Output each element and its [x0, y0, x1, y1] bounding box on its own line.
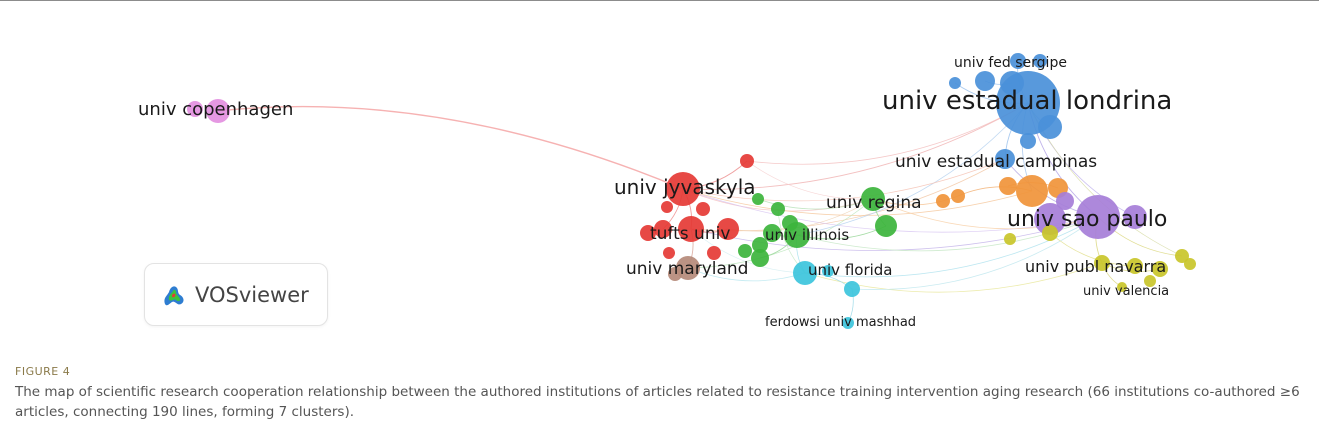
node-tufts-main	[678, 216, 704, 242]
node-y4	[1152, 261, 1168, 277]
node-g3	[752, 237, 768, 253]
node-valencia	[1117, 282, 1127, 292]
node-c2	[822, 265, 834, 277]
node-b5	[949, 77, 961, 89]
node-g2	[763, 224, 781, 242]
network-edge	[217, 105, 684, 190]
node-p1	[1034, 203, 1066, 235]
network-edge	[690, 228, 806, 274]
label-valencia: univ valencia	[1083, 284, 1169, 299]
node-jyvaskyla	[666, 172, 700, 206]
node-g7	[771, 202, 785, 216]
node-r2	[654, 220, 672, 238]
label-florida: univ florida	[808, 261, 893, 279]
network-edge	[687, 198, 874, 269]
node-r6	[696, 202, 710, 216]
label-regina: univ regina	[826, 193, 922, 213]
node-sao-paulo	[1076, 195, 1120, 239]
node-g6	[752, 193, 764, 205]
figure-label: FIGURE 4	[15, 365, 71, 378]
node-b2	[1000, 71, 1024, 95]
node-regina	[861, 187, 885, 211]
node-c1	[844, 281, 860, 297]
vosviewer-logo-text: VOSviewer	[195, 282, 309, 307]
node-y2	[1004, 233, 1016, 245]
network-edge	[804, 216, 1099, 278]
node-r5	[661, 201, 673, 213]
label-copenhagen: univ copenhagen	[138, 99, 293, 120]
node-b4	[1033, 54, 1047, 68]
network-nodes	[187, 53, 1196, 329]
node-y5	[1175, 249, 1189, 263]
vosviewer-logo: VOSviewer	[144, 263, 328, 326]
label-jyvaskyla: univ jyvaskyla	[614, 175, 756, 199]
node-r1	[717, 218, 739, 240]
node-copenhagen-b	[187, 101, 203, 117]
label-illinois: univ illinois	[765, 226, 849, 244]
node-o3	[999, 177, 1017, 195]
node-y6	[1184, 258, 1196, 270]
node-copenhagen-main	[206, 99, 230, 123]
network-edge	[682, 102, 1029, 190]
label-estadual-campinas: univ estadual campinas	[895, 152, 1097, 172]
network-edge	[687, 267, 806, 282]
label-fed-sergipe: univ fed sergipe	[954, 55, 1067, 71]
figure-caption: The map of scientific research cooperati…	[15, 384, 1300, 420]
node-g4	[751, 249, 769, 267]
node-b6	[1020, 133, 1036, 149]
node-r3	[640, 225, 656, 241]
network-edge	[796, 102, 1029, 236]
node-fed-sergipe	[1010, 53, 1026, 69]
label-estadual-londrina: univ estadual londrina	[882, 86, 1172, 116]
node-o5	[936, 194, 950, 208]
label-maryland: univ maryland	[626, 259, 748, 279]
node-g8	[782, 215, 798, 231]
node-g1	[875, 215, 897, 237]
network-labels: univ copenhagen univ fed sergipe univ esta…	[138, 55, 1172, 330]
node-r4	[740, 154, 754, 168]
network-edge	[872, 198, 1099, 230]
node-g5	[738, 244, 752, 258]
node-br1	[668, 267, 682, 281]
node-ferdowsi	[842, 317, 854, 329]
node-y7	[1144, 275, 1156, 287]
node-r7	[707, 246, 721, 260]
node-r8	[663, 247, 675, 259]
network-edge	[757, 198, 874, 210]
network-edge	[746, 102, 1029, 165]
label-ferdowsi: ferdowsi univ mashhad	[765, 315, 916, 330]
label-publ-navarra: univ publ navarra	[1025, 257, 1166, 276]
node-b3	[975, 71, 995, 91]
network-edge	[746, 160, 874, 200]
node-o1	[1016, 175, 1048, 207]
node-p3	[1056, 192, 1074, 210]
node-publ-navarra	[1094, 255, 1110, 271]
network-edge	[804, 262, 1103, 293]
network-map: univ copenhagen univ fed sergipe univ esta…	[138, 53, 1196, 330]
label-tufts: tufts univ	[650, 224, 730, 244]
network-edge	[851, 216, 1099, 290]
label-sao-paulo: univ sao paulo	[1007, 207, 1167, 232]
node-b1	[1038, 115, 1062, 139]
node-p2	[1123, 205, 1147, 229]
node-o4	[951, 189, 965, 203]
node-y1	[1042, 225, 1058, 241]
network-edge	[1049, 232, 1136, 267]
node-estadual-campinas	[995, 149, 1015, 169]
network-edge	[682, 188, 1033, 216]
node-florida	[793, 261, 817, 285]
vosviewer-logo-icon	[164, 285, 184, 305]
node-y3	[1127, 258, 1143, 274]
